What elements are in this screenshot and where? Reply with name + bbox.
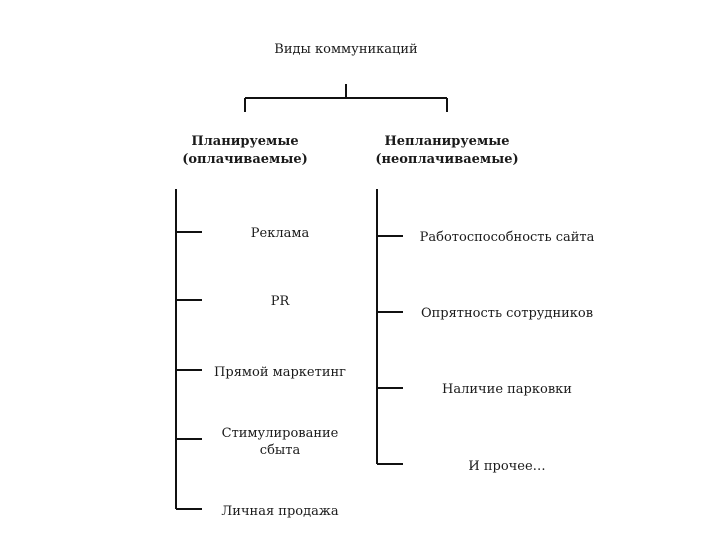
right-item-label: Наличие парковки — [442, 382, 572, 397]
left-item-label: Прямой маркетинг — [214, 365, 346, 380]
right-item-label: Работоспособность сайта — [419, 230, 595, 245]
right-item-label: И прочее… — [468, 459, 546, 474]
diagram-title: Виды коммуникаций — [274, 42, 418, 57]
left-item-label: PR — [270, 294, 290, 309]
left-item-label: Личная продажа — [221, 504, 339, 519]
right-item-label: Опрятность сотрудников — [420, 306, 594, 321]
left-item-label: Реклама — [250, 226, 310, 241]
left-branch-heading-line2: (оплачиваемые) — [182, 152, 308, 167]
left-branch-heading-line1: Планируемые — [191, 134, 299, 149]
right-branch-heading-line2: (неоплачиваемые) — [375, 152, 519, 167]
left-item-label: Стимулирование — [221, 426, 339, 441]
left-item-label-line2: сбыта — [259, 443, 301, 458]
right-branch-heading-line1: Непланируемые — [384, 134, 510, 149]
